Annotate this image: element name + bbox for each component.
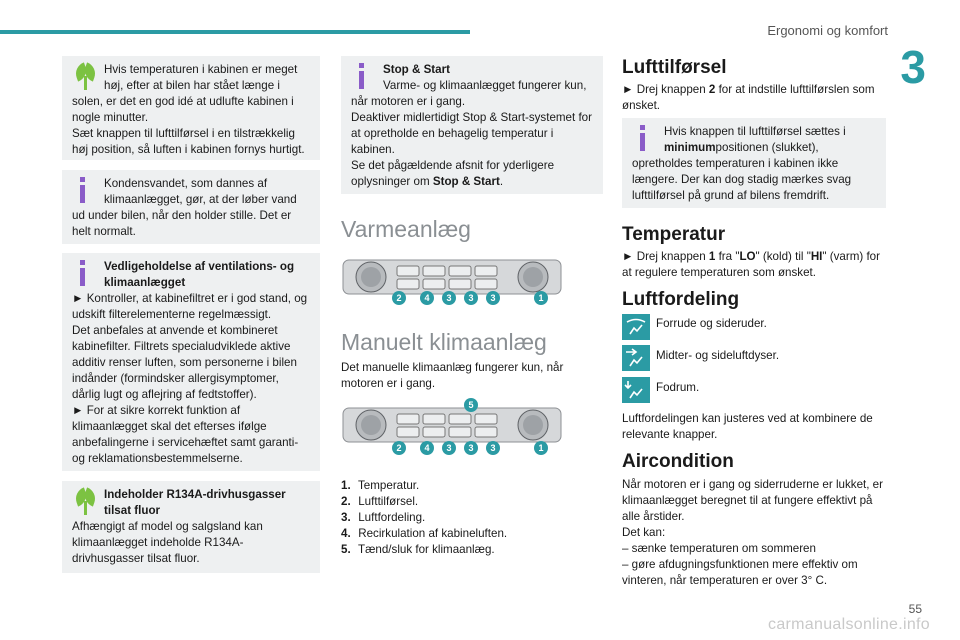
callout-2: 2: [396, 293, 401, 303]
leaf-icon: [72, 487, 100, 517]
fordeling-item: Midter- og sideluftdyser.: [656, 349, 780, 362]
callout-4: 4: [424, 443, 429, 453]
stopstart-text-3: Se det pågældende afsnit for yderligere …: [351, 159, 555, 188]
callout-2: 2: [396, 443, 401, 453]
footwell-icon: [622, 377, 650, 403]
maintenance-title: Vedligeholdelse af ventilations- og klim…: [104, 260, 295, 289]
info-text: Kondensvandet, som dannes af klimaanlægg…: [72, 177, 297, 238]
legend-item: 3. Luftfordeling.: [341, 511, 426, 524]
maintenance-text-3: ► For at sikre korrekt funktion af klima…: [72, 404, 299, 465]
vent-icon: [622, 345, 650, 371]
chapter-number: 3: [900, 41, 926, 93]
r134a-text: Afhængigt af model og salgsland kan klim…: [72, 520, 263, 565]
header-accent-bar: [0, 30, 470, 34]
windscreen-icon: [622, 314, 650, 340]
temperatur-text: ► Drej knappen 1 fra "LO" (kold) til "HI…: [622, 250, 880, 279]
heading-varmeanlaeg: Varmeanlæg: [341, 216, 471, 242]
climate-control-panel: 5 2 4 3 3 3 1: [342, 398, 562, 455]
callout-4: 4: [424, 293, 429, 303]
callout-5: 5: [468, 400, 473, 410]
callout-3: 3: [446, 293, 451, 303]
stopstart-title: Stop & Start: [383, 63, 450, 76]
fordeling-item: Forrude og sideruder.: [656, 317, 767, 330]
legend-item: 4. Recirkulation af kabineluften.: [341, 527, 508, 540]
maintenance-text-1: ► Kontroller, at kabinefiltret er i god …: [72, 292, 308, 321]
callout-3: 3: [490, 293, 495, 303]
info-box-lufttilforsel: Hvis knappen til lufttilførsel sættes i …: [622, 118, 886, 208]
stopstart-text-1: Varme- og klimaanlægget fungerer kun, nå…: [351, 79, 587, 108]
heading-aircondition: Aircondition: [622, 451, 734, 472]
info-icon: [72, 176, 100, 206]
tip-text-2: Sæt knappen til lufttilførsel i en tilst…: [72, 127, 305, 156]
callout-3: 3: [446, 443, 451, 453]
manuelt-text: Det manuelle klimaanlæg fungerer kun, nå…: [341, 361, 564, 390]
maintenance-text-2: Det anbefales at anvende et kombineret k…: [72, 324, 297, 401]
fordeling-item: Fodrum.: [656, 381, 700, 394]
callout-3: 3: [468, 443, 473, 453]
lufttilforsel-info-text: Hvis knappen til lufttilførsel sættes i …: [632, 125, 852, 202]
heater-control-panel: 2 4 3 3 3 1: [342, 259, 562, 305]
info-icon: [351, 62, 379, 92]
info-box-condensation: Kondensvandet, som dannes af klimaanlægg…: [62, 170, 320, 244]
tip-box-r134a: Indeholder R134A-drivhusgasser tilsat fl…: [62, 481, 320, 573]
legend-item: 1. Temperatur.: [341, 479, 420, 492]
callout-3: 3: [490, 443, 495, 453]
heading-manuelt-klimaanlaeg: Manuelt klimaanlæg: [341, 329, 547, 355]
info-box-maintenance: Vedligeholdelse af ventilations- og klim…: [62, 253, 320, 471]
header-title: Ergonomi og komfort: [767, 23, 888, 38]
tip-text: Hvis temperaturen i kabinen er meget høj…: [72, 63, 298, 124]
page-number: 55: [908, 602, 922, 616]
callout-1: 1: [538, 443, 543, 453]
leaf-icon: [72, 62, 100, 92]
info-box-stopstart: Stop & Start Varme- og klimaanlægget fun…: [341, 56, 603, 194]
info-icon: [72, 259, 100, 289]
watermark: carmanualsonline.info: [768, 616, 930, 633]
callout-3: 3: [468, 293, 473, 303]
legend-item: 2. Lufttilførsel.: [341, 495, 419, 508]
r134a-title: Indeholder R134A-drivhusgasser tilsat fl…: [104, 488, 286, 517]
stopstart-text-2: Deaktiver midlertidigt Stop & Start-syst…: [351, 111, 592, 156]
legend-item: 5. Tænd/sluk for klimaanlæg.: [341, 543, 495, 556]
lufttilforsel-text: ► Drej knappen 2 for at indstille luftti…: [622, 83, 875, 112]
legend-list: 1. Temperatur. 2. Lufttilførsel. 3. Luft…: [341, 478, 603, 558]
heading-luftfordeling: Luftfordeling: [622, 289, 740, 310]
heading-lufttilforsel: Lufttilførsel: [622, 57, 727, 78]
info-icon: [632, 124, 660, 154]
heading-temperatur: Temperatur: [622, 224, 726, 245]
tip-box-ventilate: Hvis temperaturen i kabinen er meget høj…: [62, 56, 320, 160]
aircondition-text: Når motoren er i gang og siderruderne er…: [622, 478, 883, 587]
callout-1: 1: [538, 293, 543, 303]
fordeling-text: Luftfordelingen kan justeres ved at komb…: [622, 412, 873, 441]
